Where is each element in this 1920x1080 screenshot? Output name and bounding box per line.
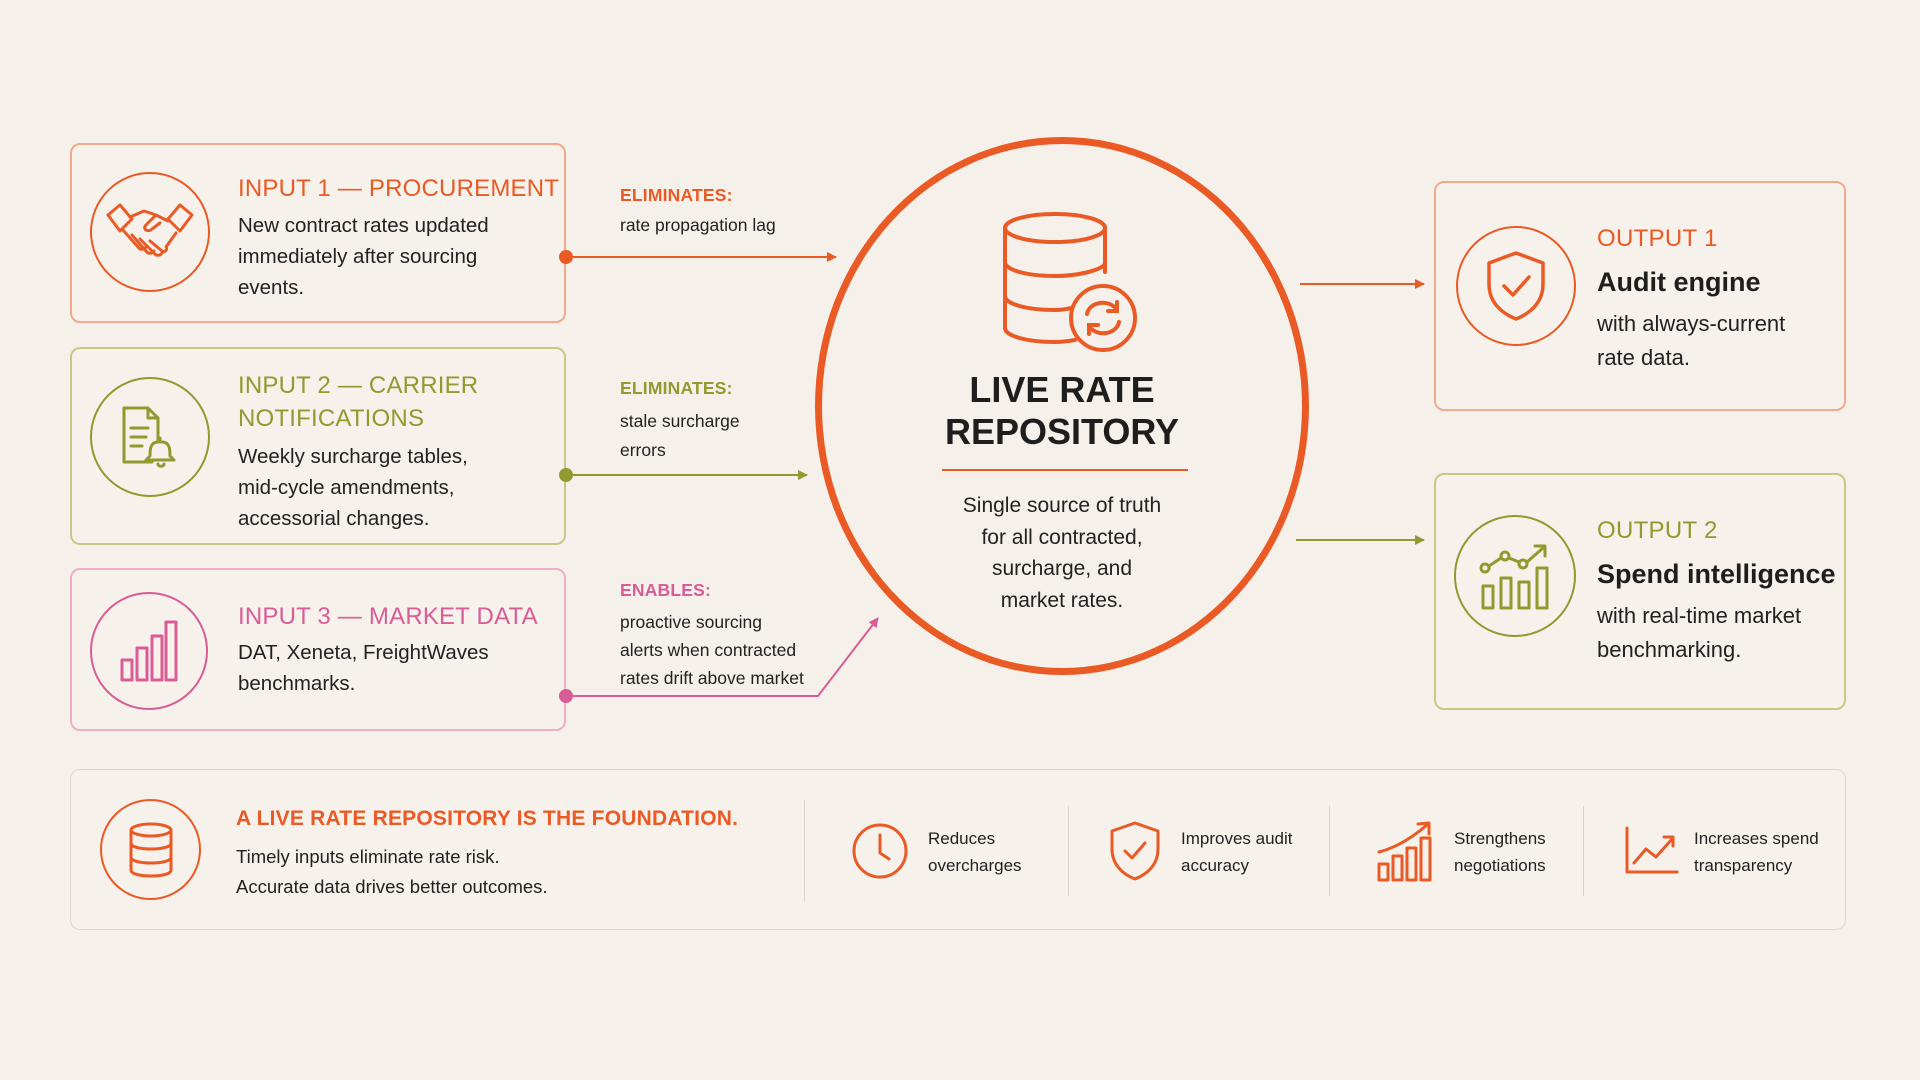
banner-description: Timely inputs eliminate rate risk. Accur… [236,846,548,897]
live-rate-repository-circle [815,137,1309,675]
benefit-increases-spend-transparency: Increases spend transparency [1694,829,1819,875]
output-description: with always-current rate data. [1597,311,1786,370]
output-heading: Audit engine [1597,267,1761,297]
input-card-carrier-notifications: INPUT 2 — CARRIER NOTIFICATIONS Weekly s… [70,347,566,545]
connector-arrow [566,617,879,697]
divider [804,800,805,902]
connector-label-text: rate propagation lag [620,215,776,235]
output-heading: Spend intelligence [1597,559,1836,589]
rising-bars-icon [1376,820,1434,887]
connector-label-head: ENABLES: [620,580,712,600]
connector-label-head: ELIMINATES: [620,185,733,205]
input-card-market-data: INPUT 3 — MARKET DATA DAT, Xeneta, Freig… [70,568,566,731]
divider [1329,806,1330,896]
center-title: LIVE RATE REPOSITORY [944,369,1180,452]
database-sync-icon [1003,212,1139,361]
input-description: DAT, Xeneta, FreightWaves benchmarks. [238,641,489,695]
input-title: INPUT 3 — MARKET DATA [238,603,538,630]
output-label: OUTPUT 1 [1597,225,1718,252]
benefit-improves-audit-accuracy: Improves audit accuracy [1181,829,1293,875]
divider [1583,806,1584,896]
output-card-spend-intelligence: OUTPUT 2 Spend intelligence with real-ti… [1434,473,1846,710]
shield-check-icon [1456,226,1576,346]
document-bell-icon [90,377,210,497]
input-title: INPUT 2 — CARRIER NOTIFICATIONS [238,372,479,432]
connector-label-head: ELIMINATES: [620,378,733,398]
divider [1068,806,1069,896]
benefit-strengthens-negotiations: Strengthens negotiations [1454,829,1546,875]
shield-check-icon [1109,821,1161,886]
growth-chart-icon [1454,515,1576,637]
clock-icon [851,822,909,885]
input-card-procurement: INPUT 1 — PROCUREMENT New contract rates… [70,143,566,323]
output-label: OUTPUT 2 [1597,517,1718,544]
benefit-reduces-overcharges: Reduces overcharges [928,829,1022,875]
input-title: INPUT 1 — PROCUREMENT [238,175,560,202]
connector-label-text: stale surcharge errors [620,411,740,460]
center-description: Single source of truth for all contracte… [962,494,1162,612]
handshake-icon [90,172,210,292]
database-icon [100,799,201,900]
output-description: with real-time market benchmarking. [1597,603,1802,662]
connector-label-text: proactive sourcing alerts when contracte… [620,612,804,688]
center-divider [942,469,1188,471]
input-description: Weekly surcharge tables, mid-cycle amend… [238,445,468,530]
foundation-banner: A LIVE RATE REPOSITORY IS THE FOUNDATION… [70,769,1846,930]
input-description: New contract rates updated immediately a… [238,214,489,299]
trend-line-icon [1624,825,1680,880]
bar-chart-icon [90,592,208,710]
banner-title: A LIVE RATE REPOSITORY IS THE FOUNDATION… [236,807,739,830]
output-card-audit-engine: OUTPUT 1 Audit engine with always-curren… [1434,181,1846,411]
